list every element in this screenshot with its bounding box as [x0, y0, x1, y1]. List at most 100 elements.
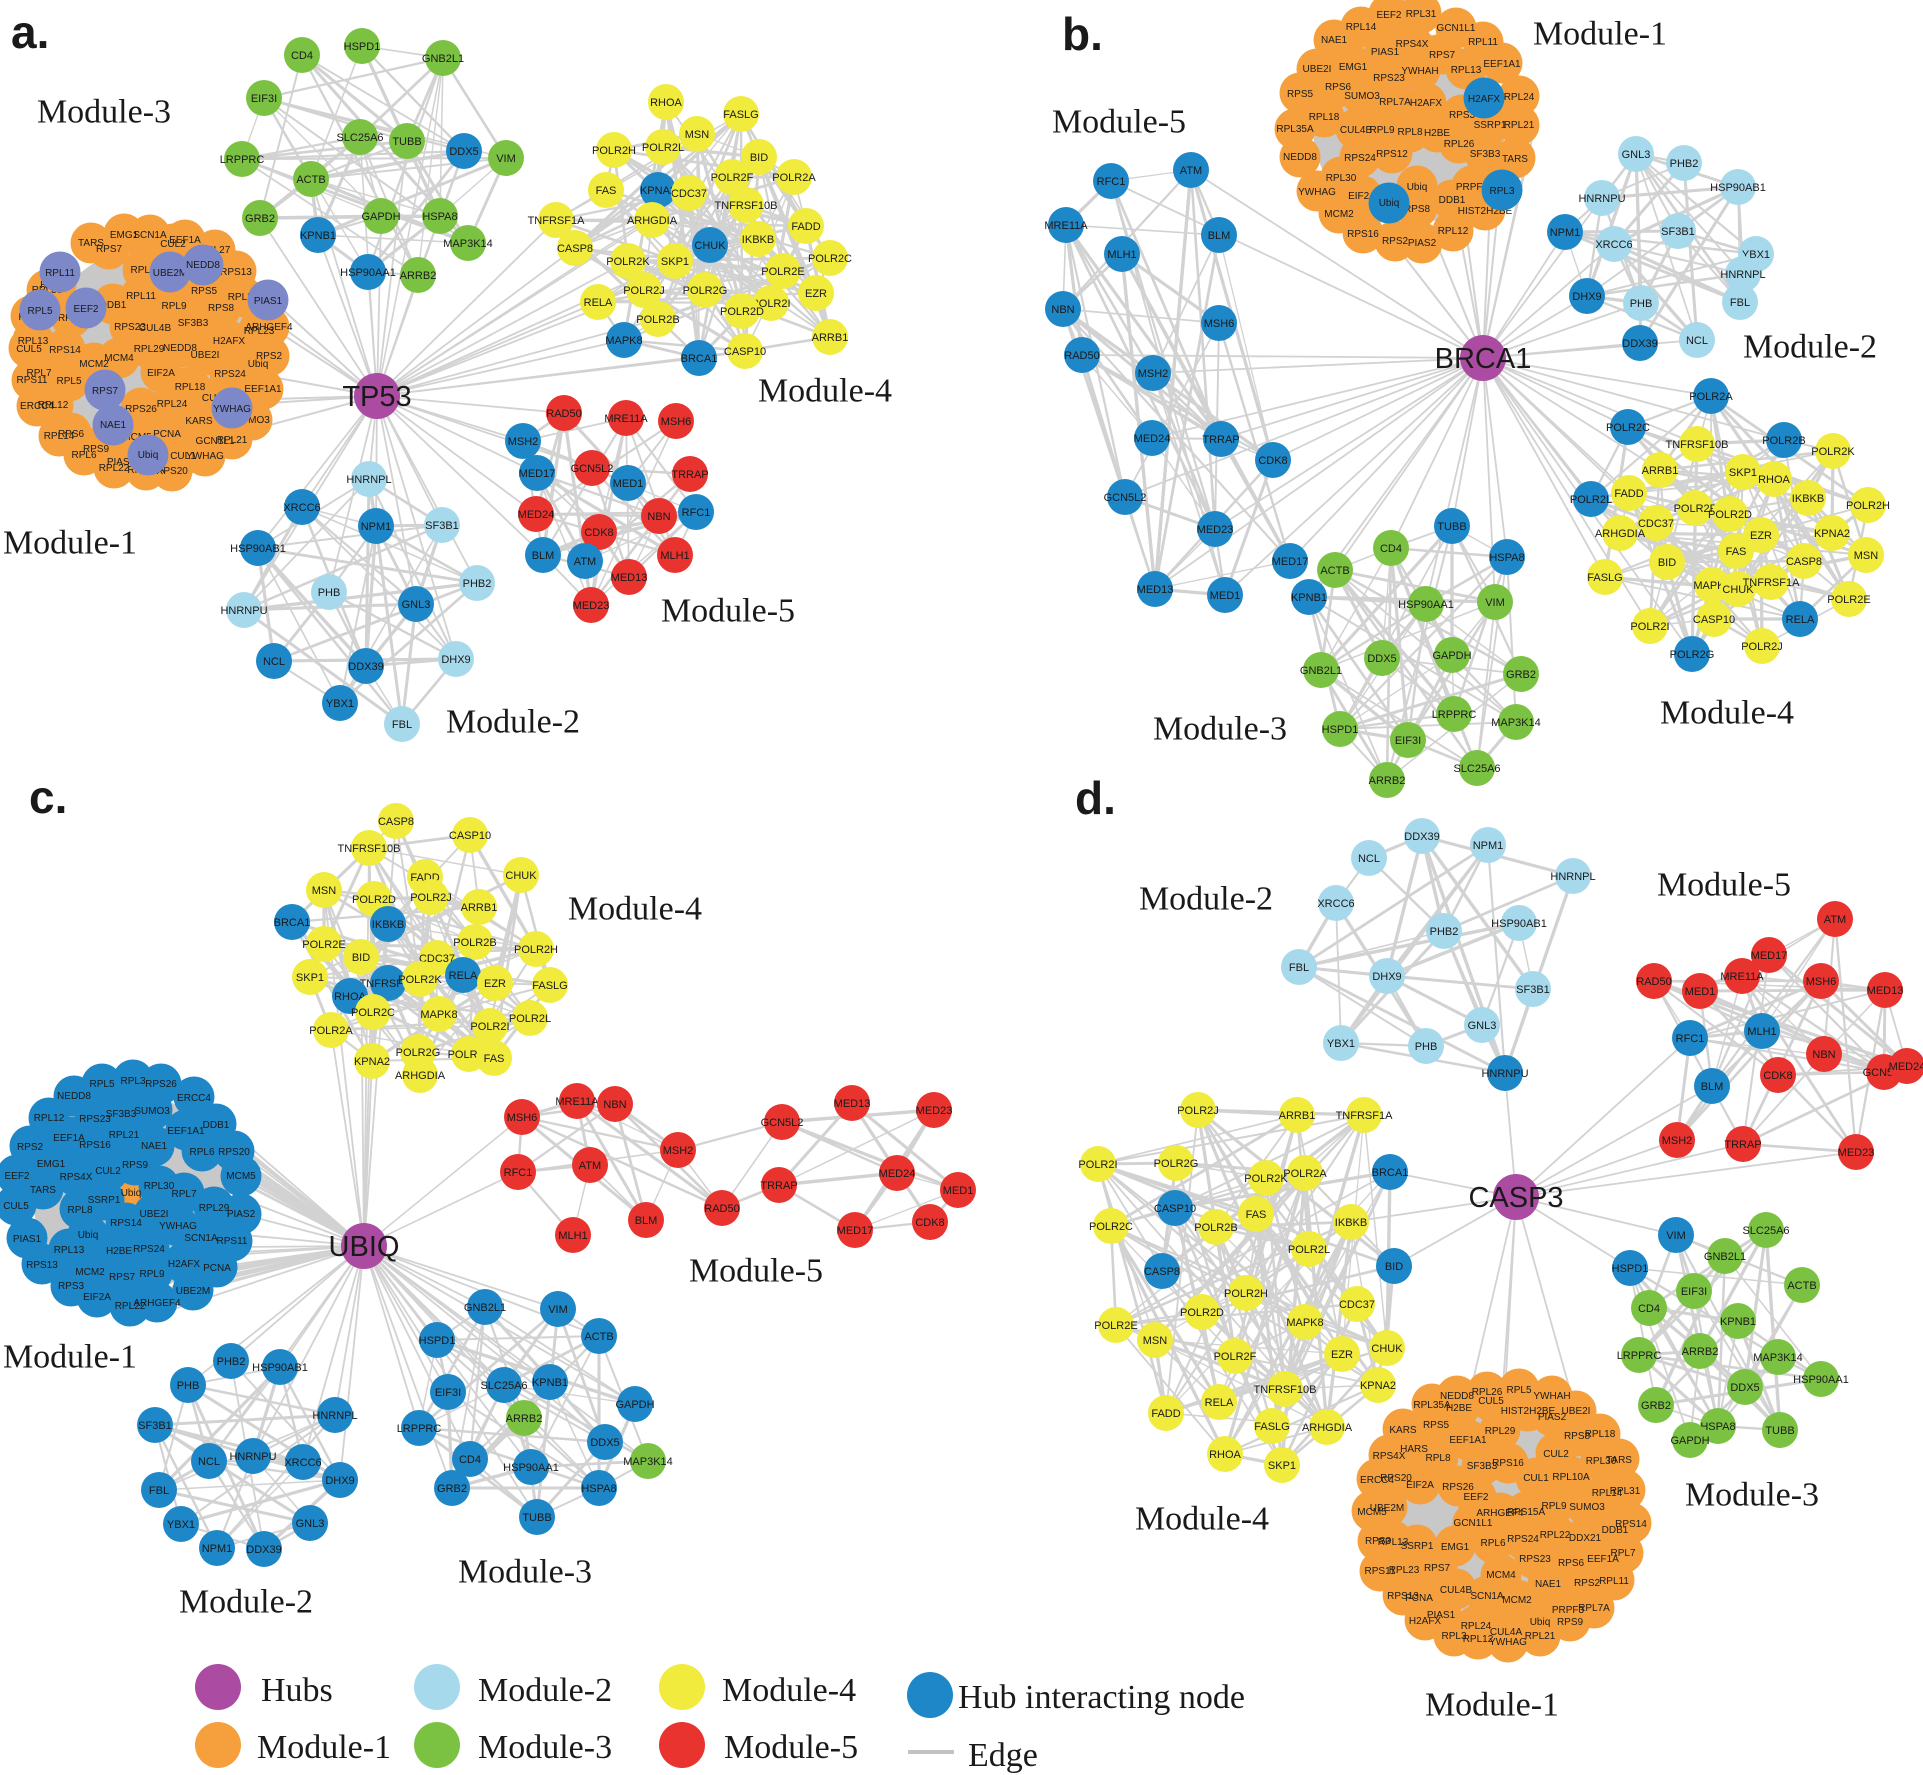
svg-text:RPS23: RPS23 [1373, 73, 1405, 84]
svg-text:RAD50: RAD50 [1064, 350, 1099, 362]
svg-text:POLR2A: POLR2A [1689, 391, 1733, 403]
svg-text:POLR2A: POLR2A [1283, 1168, 1327, 1180]
svg-text:PCNA: PCNA [203, 1263, 231, 1274]
svg-text:MED17: MED17 [1751, 950, 1788, 962]
svg-text:RPL22: RPL22 [115, 1301, 146, 1312]
svg-text:ATM: ATM [574, 556, 596, 568]
svg-text:ACTB: ACTB [296, 174, 325, 186]
svg-text:HNRNPL: HNRNPL [1720, 269, 1765, 281]
svg-text:BID: BID [1658, 557, 1676, 569]
svg-text:DDB1: DDB1 [1439, 195, 1466, 206]
svg-text:MED13: MED13 [611, 572, 648, 584]
svg-text:POLR2H: POLR2H [514, 944, 558, 956]
svg-text:GAPDH: GAPDH [361, 211, 400, 223]
svg-text:HSP90AA1: HSP90AA1 [503, 1462, 559, 1474]
svg-text:Module-4: Module-4 [758, 373, 892, 410]
svg-text:POLR2K: POLR2K [606, 256, 650, 268]
svg-text:PIAS1: PIAS1 [254, 296, 283, 307]
svg-text:CUL2: CUL2 [95, 1166, 121, 1177]
svg-text:HSPD1: HSPD1 [1612, 1263, 1649, 1275]
svg-text:Hubs: Hubs [261, 1672, 333, 1709]
svg-text:RELA: RELA [449, 970, 478, 982]
svg-text:RPS8: RPS8 [1404, 204, 1431, 215]
svg-text:SSRP1: SSRP1 [1474, 120, 1507, 131]
svg-text:RPL22: RPL22 [99, 463, 130, 474]
svg-text:POLR2G: POLR2G [1670, 649, 1715, 661]
svg-text:NBN: NBN [647, 511, 670, 523]
svg-text:FADD: FADD [1614, 488, 1643, 500]
svg-text:EIF2A: EIF2A [83, 1292, 111, 1303]
svg-text:PHB: PHB [177, 1380, 200, 1392]
svg-text:DDB1: DDB1 [100, 300, 127, 311]
svg-text:Ubiq: Ubiq [78, 1230, 99, 1241]
svg-text:Module-4: Module-4 [722, 1672, 856, 1709]
svg-text:RPL35A: RPL35A [1413, 1400, 1451, 1411]
svg-text:RPS13: RPS13 [220, 267, 252, 278]
svg-text:Module-3: Module-3 [1153, 711, 1287, 748]
svg-text:RPL35A: RPL35A [1276, 124, 1314, 135]
svg-text:RPS24: RPS24 [1507, 1534, 1539, 1545]
svg-text:RPL14: RPL14 [1346, 22, 1377, 33]
svg-text:Ubiq: Ubiq [1530, 1617, 1551, 1628]
svg-text:Module-5: Module-5 [724, 1729, 858, 1766]
svg-text:RPL7: RPL7 [171, 1189, 196, 1200]
svg-text:Module-1: Module-1 [1533, 16, 1667, 53]
svg-text:MED1: MED1 [1210, 590, 1241, 602]
svg-text:MED13: MED13 [1867, 985, 1904, 997]
svg-text:YWHAH: YWHAH [1401, 66, 1438, 77]
svg-text:GRB2: GRB2 [1641, 1400, 1671, 1412]
svg-text:RPS7: RPS7 [1424, 1563, 1451, 1574]
svg-text:TP53: TP53 [342, 381, 411, 413]
svg-text:POLR2E: POLR2E [1827, 594, 1870, 606]
svg-text:RHOA: RHOA [1758, 474, 1790, 486]
svg-text:MCM5: MCM5 [122, 432, 152, 443]
svg-text:EZR: EZR [1750, 530, 1772, 542]
svg-text:NCL: NCL [263, 656, 285, 668]
svg-text:EMG1: EMG1 [37, 1159, 66, 1170]
svg-text:ARRB2: ARRB2 [1369, 775, 1406, 787]
svg-text:MSN: MSN [312, 885, 337, 897]
svg-text:POLR2G: POLR2G [1154, 1158, 1199, 1170]
svg-text:POLR2L: POLR2L [509, 1013, 551, 1025]
svg-text:Module-3: Module-3 [37, 94, 171, 131]
svg-text:EEF1A1: EEF1A1 [1449, 1435, 1487, 1446]
svg-text:RPS14: RPS14 [49, 345, 81, 356]
svg-text:UBE2M: UBE2M [176, 1286, 210, 1297]
svg-text:MSN: MSN [685, 129, 710, 141]
svg-text:FASLG: FASLG [723, 109, 758, 121]
svg-text:NBN: NBN [1812, 1049, 1835, 1061]
svg-text:HSPA8: HSPA8 [581, 1483, 616, 1495]
svg-text:RPL23: RPL23 [244, 326, 275, 337]
svg-text:MCM4: MCM4 [104, 353, 134, 364]
svg-text:TRRAP: TRRAP [671, 469, 708, 481]
svg-text:HSPD1: HSPD1 [1322, 724, 1359, 736]
svg-text:EMG1: EMG1 [110, 230, 139, 241]
svg-text:ATM: ATM [1180, 165, 1202, 177]
svg-text:MAP3K14: MAP3K14 [623, 1456, 673, 1468]
svg-text:POLR2C: POLR2C [1606, 422, 1650, 434]
svg-text:UBIQ: UBIQ [329, 1231, 400, 1263]
svg-text:RPS7: RPS7 [96, 244, 123, 255]
svg-text:RPL8: RPL8 [67, 1205, 92, 1216]
svg-text:RPL13: RPL13 [54, 1245, 85, 1256]
svg-text:TNFRSF1A: TNFRSF1A [528, 215, 586, 227]
svg-text:POLR2A: POLR2A [309, 1025, 353, 1037]
svg-text:Module-2: Module-2 [478, 1672, 612, 1709]
svg-text:RPL18: RPL18 [1309, 112, 1340, 123]
svg-text:EMG1: EMG1 [1441, 1542, 1470, 1553]
svg-text:CDK8: CDK8 [584, 527, 613, 539]
svg-text:Ubiq: Ubiq [248, 359, 269, 370]
svg-text:RPS7: RPS7 [92, 386, 119, 397]
svg-text:RPS16: RPS16 [1347, 229, 1379, 240]
svg-text:Module-5: Module-5 [661, 593, 795, 630]
svg-text:Module-1: Module-1 [3, 525, 137, 562]
svg-text:POLR2K: POLR2K [1244, 1173, 1288, 1185]
svg-text:EIF3I: EIF3I [435, 1387, 461, 1399]
svg-text:ARRB2: ARRB2 [400, 270, 437, 282]
svg-text:POLR2D: POLR2D [1708, 509, 1752, 521]
svg-text:POLR2I: POLR2I [751, 298, 790, 310]
svg-text:MRE11A: MRE11A [604, 413, 648, 425]
svg-text:RPS8: RPS8 [1564, 1431, 1591, 1442]
svg-text:UBE2I: UBE2I [191, 350, 220, 361]
svg-text:RPL8: RPL8 [1425, 1453, 1450, 1464]
